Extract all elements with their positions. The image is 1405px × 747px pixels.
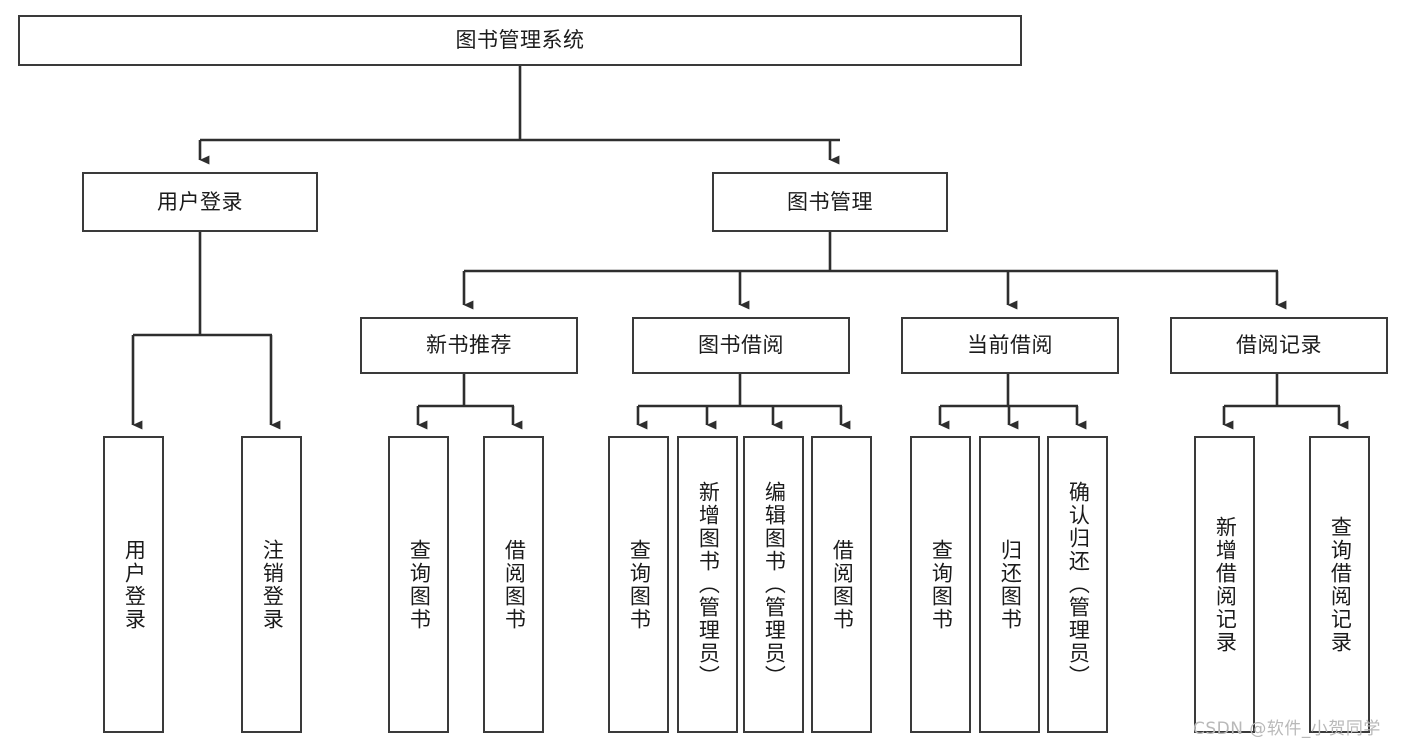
node-leaf-borrow-book-1-label: 借阅图书	[502, 538, 527, 631]
node-leaf-edit-book-label: 编辑图书（管理员）	[762, 481, 787, 688]
node-leaf-add-record[interactable]: 新增借阅记录	[1194, 436, 1255, 733]
node-leaf-query-record[interactable]: 查询借阅记录	[1309, 436, 1370, 733]
node-user-login[interactable]: 用户登录	[82, 172, 318, 232]
node-leaf-borrow-book-1[interactable]: 借阅图书	[483, 436, 544, 733]
node-leaf-query-book-3-label: 查询图书	[929, 538, 954, 631]
node-leaf-confirm-return-label: 确认归还（管理员）	[1066, 481, 1091, 688]
node-book-manage-label: 图书管理	[787, 189, 873, 214]
node-borrow-record[interactable]: 借阅记录	[1170, 317, 1388, 374]
node-leaf-query-book-2-label: 查询图书	[627, 538, 652, 631]
node-leaf-query-record-label: 查询借阅记录	[1328, 515, 1353, 654]
node-root[interactable]: 图书管理系统	[18, 15, 1022, 66]
node-leaf-add-record-label: 新增借阅记录	[1213, 515, 1238, 654]
node-leaf-query-book-1-label: 查询图书	[407, 538, 432, 631]
node-leaf-add-book-label: 新增图书（管理员）	[696, 481, 721, 688]
node-leaf-query-book-3[interactable]: 查询图书	[910, 436, 971, 733]
node-user-login-label: 用户登录	[157, 189, 243, 214]
node-leaf-query-book-2[interactable]: 查询图书	[608, 436, 669, 733]
node-leaf-edit-book[interactable]: 编辑图书（管理员）	[743, 436, 804, 733]
node-leaf-query-book-1[interactable]: 查询图书	[388, 436, 449, 733]
node-leaf-user-login-label: 用户登录	[122, 538, 147, 631]
node-current-borrow-label: 当前借阅	[967, 333, 1053, 358]
node-book-borrow-label: 图书借阅	[698, 333, 784, 358]
node-leaf-user-logout[interactable]: 注销登录	[241, 436, 302, 733]
node-leaf-user-logout-label: 注销登录	[260, 538, 285, 631]
node-leaf-add-book[interactable]: 新增图书（管理员）	[677, 436, 738, 733]
node-new-book-recommend[interactable]: 新书推荐	[360, 317, 578, 374]
node-leaf-borrow-book-2-label: 借阅图书	[830, 538, 855, 631]
node-leaf-return-book[interactable]: 归还图书	[979, 436, 1040, 733]
node-new-book-recommend-label: 新书推荐	[426, 333, 512, 358]
node-leaf-confirm-return[interactable]: 确认归还（管理员）	[1047, 436, 1108, 733]
node-leaf-user-login[interactable]: 用户登录	[103, 436, 164, 733]
node-book-manage[interactable]: 图书管理	[712, 172, 948, 232]
node-book-borrow[interactable]: 图书借阅	[632, 317, 850, 374]
node-root-label: 图书管理系统	[455, 28, 585, 53]
node-current-borrow[interactable]: 当前借阅	[901, 317, 1119, 374]
node-leaf-borrow-book-2[interactable]: 借阅图书	[811, 436, 872, 733]
watermark: CSDN @软件_小贺同学	[1193, 719, 1381, 739]
node-leaf-return-book-label: 归还图书	[998, 538, 1023, 631]
node-borrow-record-label: 借阅记录	[1236, 333, 1322, 358]
